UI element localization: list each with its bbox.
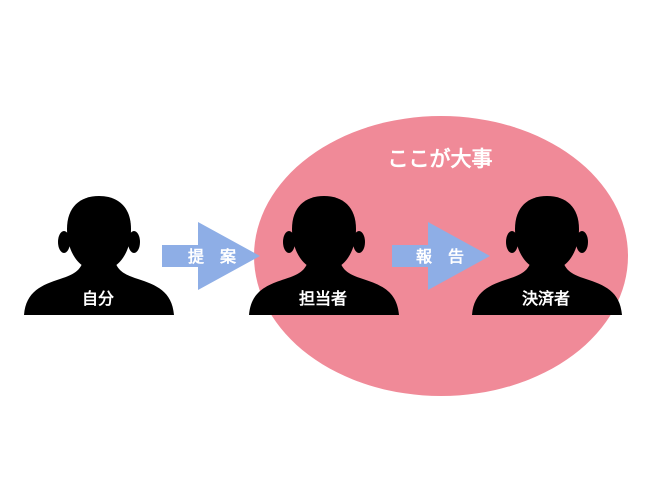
person-approver: 決済者 [472, 196, 622, 315]
arrow-label-report: 報 告 [416, 247, 464, 266]
person-self: 自分 [24, 196, 174, 315]
arrow-label-proposal: 提 案 [188, 247, 237, 266]
arrow-right-icon [392, 222, 490, 290]
person-label-approver: 決済者 [522, 289, 570, 308]
arrow-report: 報 告 [392, 222, 490, 290]
person-label-in-charge: 担当者 [299, 289, 347, 308]
person-label-self: 自分 [82, 289, 114, 308]
arrow-proposal: 提 案 [162, 222, 260, 290]
arrow-right-icon [162, 222, 260, 290]
highlight-label: ここが大事 [388, 147, 493, 171]
person-in-charge: 担当者 [249, 196, 399, 315]
